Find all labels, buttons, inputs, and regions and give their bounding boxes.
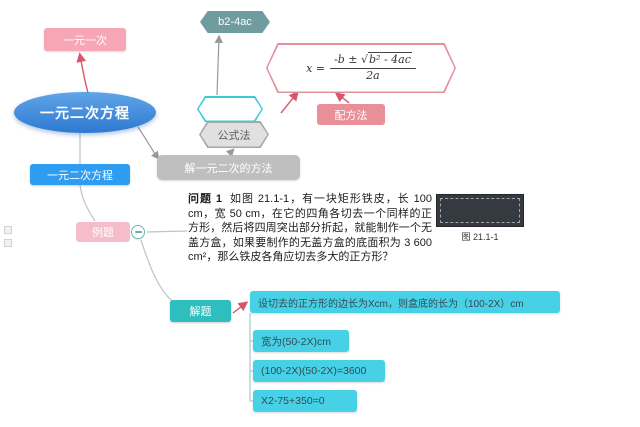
node-example-problem[interactable]: 例题 [76,222,130,242]
formula-radicand: b² - 4ac [368,52,412,67]
node-solving-methods[interactable]: 解一元二次的方法 [157,155,300,180]
formula-method-hexagon-fill [200,122,268,147]
node-solution-label: 解题 [189,306,212,318]
node-discriminant[interactable]: b2-4ac [200,11,270,33]
node-solving-methods-label: 解一元二次的方法 [184,162,273,175]
problem-number-label: 问题 1 [188,193,223,205]
empty-hexagon-fill [198,97,262,121]
node-discriminant-label: b2-4ac [218,16,252,28]
solution-step-width[interactable]: 宽为(50-2X)cm [253,330,349,352]
solution-step-equation[interactable]: (100-2X)(50-2X)=3600 [253,360,385,382]
sqrt-sign: √ [360,53,368,67]
node-completing-square-method[interactable]: 配方法 [317,104,385,125]
solution-step-simplified[interactable]: X2-75+350=0 [253,390,357,412]
solution-step-width-label: 宽为(50-2X)cm [261,335,332,348]
solution-step-setup[interactable]: 设切去的正方形的边长为Xcm，则盒底的长为（100-2X）cm [250,291,560,313]
node-quadratic-equation-root[interactable]: 一元二次方程 [14,92,156,133]
problem-body-text: 如图 21.1-1，有一块矩形铁皮，长 100 cm，宽 50 cm，在它的四角… [188,193,432,264]
link-icon[interactable] [131,225,145,239]
node-empty-hexagon[interactable] [197,96,263,122]
node-example-problem-label: 例题 [92,227,114,239]
problem-figure: 图 21.1-1 [435,192,525,243]
formula-fraction: -b ± √b² - 4ac 2a [330,52,416,82]
formula-lhs: x = [306,61,326,75]
page-edge-marks [4,226,12,247]
formula-denominator: 2a [366,68,380,82]
node-quadratic-equation-root-label: 一元二次方程 [40,104,130,121]
node-formula-method[interactable]: 公式法 [199,121,269,148]
node-linear-equation-label: 一元一次 [63,34,107,47]
node-formula-method-label: 公式法 [217,129,251,142]
quadratic-formula: x = -b ± √b² - 4ac 2a [306,52,416,82]
tin-sheet-figure-image [436,194,524,227]
figure-caption: 图 21.1-1 [461,232,499,242]
node-quadratic-equation-sub-label: 一元二次方程 [47,169,113,182]
solution-step-simplified-label: X2-75+350=0 [261,395,325,407]
node-linear-equation[interactable]: 一元一次 [44,28,126,51]
formula-numerator-prefix: -b ± [334,53,361,67]
solution-step-setup-label: 设切去的正方形的边长为Xcm，则盒底的长为（100-2X）cm [258,298,524,310]
formula-numerator: -b ± √b² - 4ac [330,52,416,69]
node-solution[interactable]: 解题 [170,300,231,322]
node-quadratic-formula[interactable]: x = -b ± √b² - 4ac 2a [266,43,456,93]
node-quadratic-equation-sub[interactable]: 一元二次方程 [30,164,130,185]
solution-step-equation-label: (100-2X)(50-2X)=3600 [261,365,367,377]
node-completing-square-label: 配方法 [334,109,368,122]
